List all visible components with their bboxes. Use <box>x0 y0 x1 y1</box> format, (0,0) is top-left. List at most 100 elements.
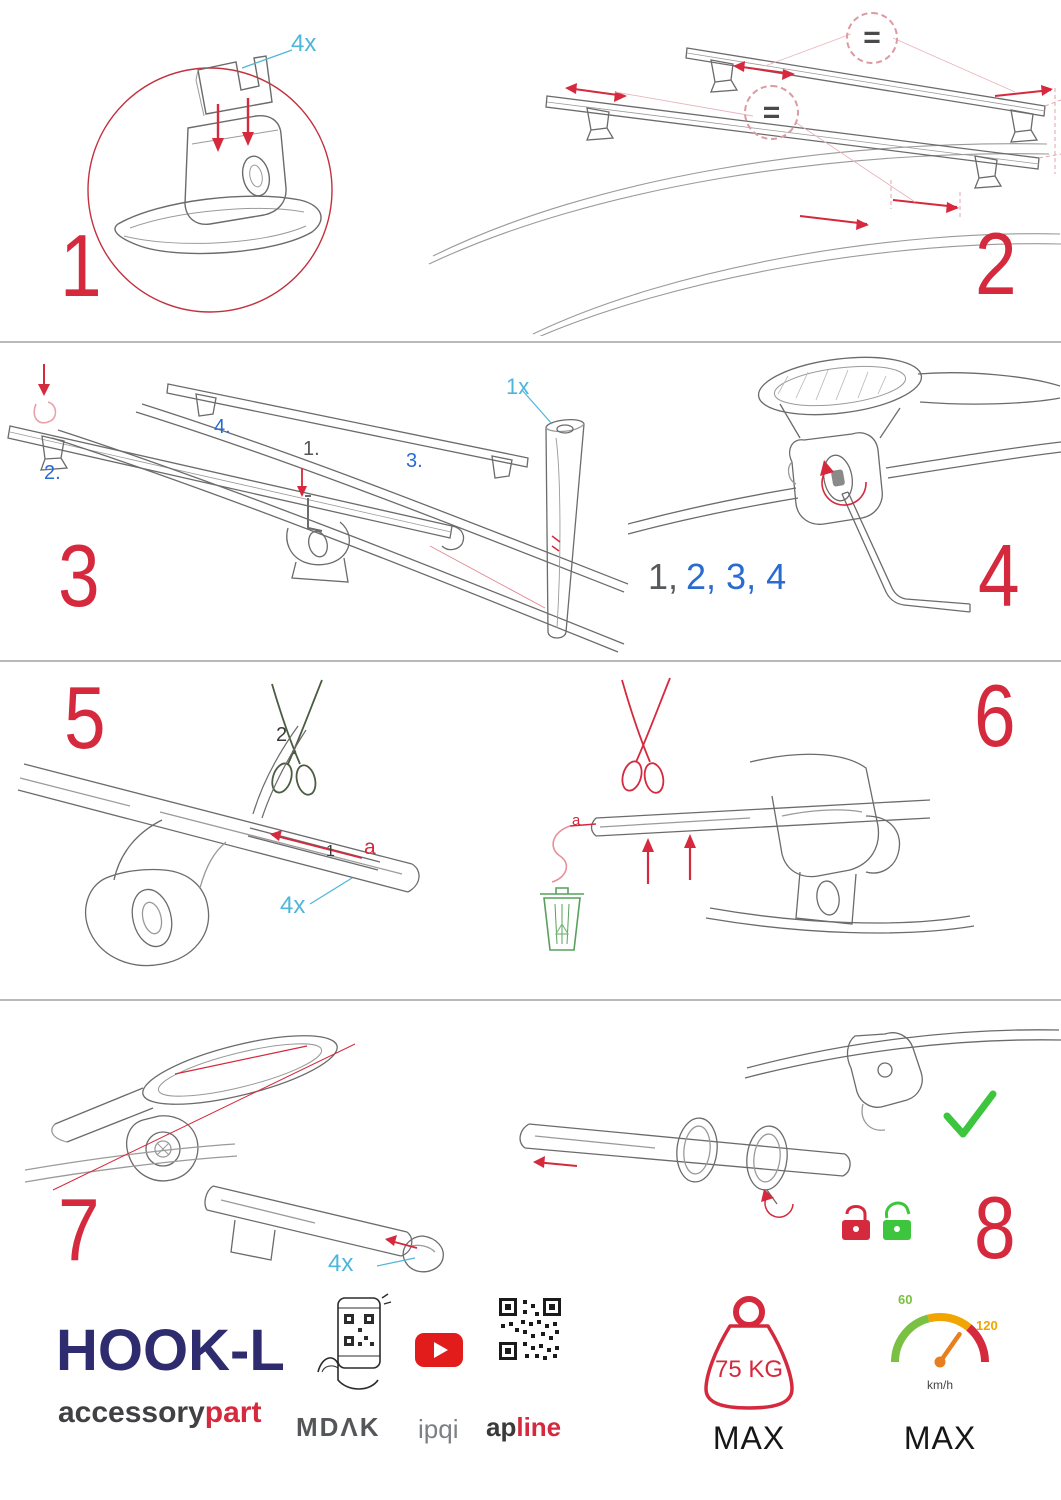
cut-guide-line <box>52 1043 356 1191</box>
rubber-strip-roll <box>545 418 585 639</box>
tighten-arrow <box>297 468 307 497</box>
strip-marks <box>551 535 561 552</box>
clamp-foot-drawing <box>85 819 227 967</box>
knob-ghost <box>33 401 57 424</box>
step-6-label-a: a <box>572 812 581 829</box>
lock-rotate-arrow <box>764 1195 794 1218</box>
section-divider-1 <box>0 341 1061 343</box>
step-3-sub-3: 3. <box>406 450 423 472</box>
step-4-number: 4 <box>978 526 1020 625</box>
cap-insert-arrow <box>385 1235 418 1249</box>
strip-end <box>569 823 597 827</box>
step-6-number: 6 <box>974 666 1016 765</box>
roof-rails <box>428 143 1061 336</box>
qty-leader-line <box>376 1257 416 1267</box>
qty-leader-line <box>521 389 553 425</box>
step-5-label-a: a <box>364 836 376 859</box>
equal-sign: = <box>762 95 781 129</box>
equal-leader-lines <box>614 33 1016 203</box>
section-divider-2 <box>0 660 1061 662</box>
max-speed-label: MAX <box>903 1420 977 1456</box>
step-1-illustration <box>87 49 333 313</box>
max-weight-icon <box>704 1296 794 1410</box>
product-name: HOOK-L <box>56 1318 285 1383</box>
sequence-first: 1, <box>648 556 679 597</box>
step-3-sub-4: 4. <box>214 416 231 438</box>
trash-bin-icon <box>540 887 584 951</box>
lock-rotate-arrowhead <box>761 1189 774 1202</box>
scissors-icon <box>271 679 323 796</box>
equal-badge-1: = <box>846 12 898 64</box>
logo-mdak: MDΛK <box>296 1412 381 1442</box>
rotate-arrow <box>821 467 867 506</box>
crossbar-clamp-drawing <box>114 55 322 255</box>
step-3-sub-1: 1. <box>303 438 320 460</box>
step-3-illustration <box>7 364 629 653</box>
unlocked-padlock-icon <box>883 1201 911 1240</box>
step-4-sequence: 1,2, 3, 4 <box>648 556 786 598</box>
step-8-illustration <box>519 1029 1061 1240</box>
crossbars <box>545 47 1046 189</box>
knob-clamp-drawing <box>25 1115 238 1183</box>
crossbar-drawing <box>590 799 931 837</box>
bar-opening-drawing <box>51 1035 338 1143</box>
qty-leader-line <box>241 49 293 69</box>
locked-padlock-icon <box>842 1205 870 1240</box>
equal-spacing-arrows <box>565 61 1053 230</box>
recycle-icon <box>554 922 570 935</box>
step-5-qty-label: 4x <box>280 892 306 919</box>
step-5-illustration <box>17 679 420 967</box>
step-7-illustration <box>25 1035 444 1273</box>
brand-right: part <box>204 1396 262 1429</box>
max-weight-label: MAX <box>712 1420 786 1456</box>
strip-leader-line <box>429 545 546 609</box>
logo-apline: apline <box>486 1412 561 1443</box>
step-3-sub-2: 2. <box>44 462 61 484</box>
step-1-qty-label: 4x <box>291 30 317 57</box>
equal-sign: = <box>863 21 881 54</box>
phone-qr-scan-icon <box>317 1293 392 1390</box>
step-2-number: 2 <box>975 214 1017 313</box>
insert-arrows <box>212 98 254 152</box>
crossbar-channel-drawing <box>17 763 420 893</box>
youtube-icon <box>415 1333 463 1367</box>
section-divider-3 <box>0 999 1061 1001</box>
strip-direction-arrow <box>270 830 363 859</box>
measurement-guides <box>890 88 1061 219</box>
strip-edge <box>174 1045 308 1075</box>
logo-ipqi: ipqi <box>418 1414 459 1444</box>
step-5-label-1: 1 <box>326 843 335 860</box>
step-5-number: 5 <box>64 668 106 767</box>
press-arrow <box>38 364 50 396</box>
speed-high-label: 120 <box>976 1318 998 1333</box>
speedometer-icon <box>891 1312 989 1368</box>
magnifier-circle <box>87 67 333 313</box>
clamp-closeup-drawing <box>628 356 1061 613</box>
brand-logo: accessorypart <box>58 1396 261 1430</box>
step-3-qty-label: 1x <box>506 374 530 399</box>
slide-arrow <box>533 1156 578 1168</box>
push-up-arrows <box>642 834 696 884</box>
speed-unit-label: km/h <box>926 1378 953 1392</box>
rotate-arrowhead <box>820 460 834 476</box>
checkmark-icon <box>943 1090 997 1138</box>
rack-assembly-drawing <box>7 383 629 653</box>
logo-ap: ap <box>486 1412 517 1442</box>
sequence-rest: 2, 3, 4 <box>686 556 787 597</box>
end-cap-drawing <box>204 1185 444 1273</box>
step-6-illustration <box>540 677 975 951</box>
step-5-label-2: 2 <box>276 724 288 746</box>
step-1-number: 1 <box>60 216 102 315</box>
step-4-illustration <box>628 356 1061 613</box>
step-7-number: 7 <box>58 1180 100 1279</box>
rubber-strip <box>252 725 307 819</box>
foot-bracket-drawing <box>705 753 975 934</box>
strip-offcut <box>551 825 571 883</box>
speed-min-label: 60 <box>898 1292 913 1307</box>
logo-line: line <box>516 1412 562 1442</box>
step-2-illustration <box>428 33 1061 336</box>
equal-badge-2: = <box>744 85 799 140</box>
qty-leader-line <box>309 877 353 905</box>
step-7-qty-label: 4x <box>328 1250 354 1277</box>
